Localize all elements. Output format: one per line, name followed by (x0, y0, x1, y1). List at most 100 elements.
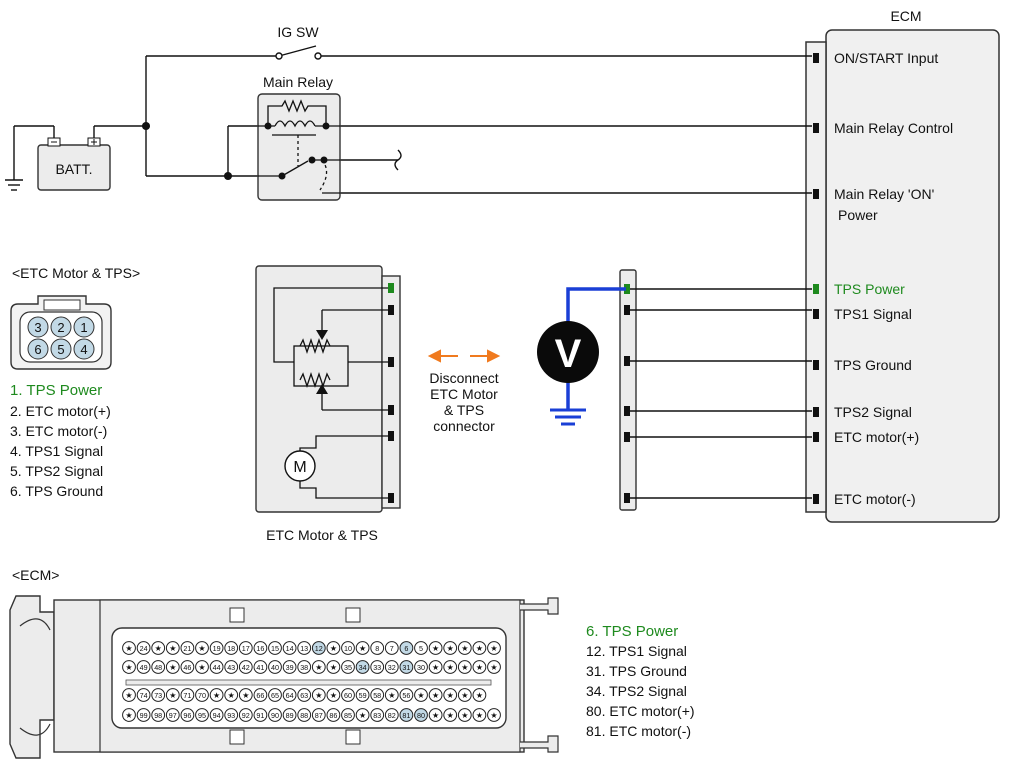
ecm-connector-pin (253, 688, 268, 702)
ecm-connector-pin-label: ★ (447, 663, 454, 672)
ecm-connector-pin-label: ★ (490, 663, 497, 672)
etc-pin (27, 338, 49, 360)
ecm-pin-list-item: 12. TPS1 Signal (586, 643, 687, 659)
ecm-connector-pin (165, 660, 180, 674)
ecm-connector-pin (341, 641, 355, 655)
ecm-connector-pin-label: 81 (402, 711, 410, 720)
ecm-connector-pin (209, 688, 224, 702)
disconnect-note: Disconnect ETC Motor & TPS connector (427, 349, 501, 434)
ecm-connector-pin-label: ★ (476, 663, 483, 672)
ecm-connector-pin (384, 660, 399, 674)
ecm-connector-pin (399, 641, 414, 655)
ecm-connector-pin-label: ★ (228, 691, 235, 700)
ecm-connector-pin-label: 49 (140, 663, 148, 672)
ecm-connector-pin (180, 688, 195, 702)
ecm-connector-pin-label: 44 (213, 663, 221, 672)
etc-pin (50, 338, 72, 360)
ecm-connector-pin-label: ★ (198, 663, 205, 672)
ecm-connector-pin (224, 708, 239, 722)
ecm-pin-tps-ground: TPS Ground (834, 357, 912, 373)
ecm-connector-pin-label: ★ (359, 711, 366, 720)
harness-connector (619, 269, 812, 511)
ecm-pin-tps1-signal: TPS1 Signal (834, 306, 912, 322)
ecm-connector-pin-label: ★ (490, 711, 497, 720)
ecm-connector-pin-label: 87 (315, 711, 323, 720)
ecm-connector-pin-label: 7 (390, 644, 394, 653)
motor-symbol: M (293, 459, 306, 476)
ecm-connector-pin (399, 688, 414, 702)
ecm-connector-pin (136, 708, 151, 722)
voltmeter-icon (537, 321, 599, 383)
ecm-connector-pin-label: 92 (242, 711, 250, 720)
ecm-connector-pin (209, 708, 224, 722)
etc-connector-title: <ETC Motor & TPS> (12, 265, 140, 281)
ecm-connector-pin (311, 660, 326, 674)
ecm-connector-pin-label: ★ (198, 644, 205, 653)
ecm-connector-pin-label: 66 (256, 691, 264, 700)
disconnect-line: Disconnect (429, 370, 498, 386)
etc-pin-list-item: 6. TPS Ground (10, 483, 103, 499)
ecm-connector-pin (180, 708, 195, 722)
ecm-connector-pin (472, 660, 487, 674)
ecm-connector-pin-label: ★ (125, 711, 132, 720)
ecm-connector-pin-label: 86 (329, 711, 337, 720)
ecm-connector-pin (341, 688, 355, 702)
ecm-connector-pin-label: 48 (154, 663, 162, 672)
ecm-connector-pin-label: ★ (125, 663, 132, 672)
ecm-connector-pin (195, 641, 209, 655)
ecm-connector-pin (297, 688, 312, 702)
ecm-connector-pin (355, 688, 370, 702)
ecm-connector-pin (370, 660, 385, 674)
ecm-connector-pin (268, 688, 282, 702)
ecm-connector-pin-label: ★ (330, 691, 337, 700)
disconnect-line: connector (433, 418, 495, 434)
battery-label: BATT. (55, 161, 92, 177)
ecm-connector-pin (443, 641, 458, 655)
ecm-connector-pin-label: ★ (125, 644, 132, 653)
ecm-pin-tps2-signal: TPS2 Signal (834, 404, 912, 420)
ecm-connector-pin (370, 641, 385, 655)
ecm-connector-pin (136, 660, 151, 674)
ecm-pin-etc-motor-minus: ETC motor(-) (834, 491, 916, 507)
ecm-connector-pin (195, 660, 209, 674)
ecm-pin-terminals (813, 53, 819, 504)
ecm-connector-title: <ECM> (12, 567, 59, 583)
ecm-connector-pin (428, 641, 443, 655)
ecm-connector-pin-label: 83 (373, 711, 381, 720)
ecm-pin-main-relay-control: Main Relay Control (834, 120, 953, 136)
ecm-connector-pin (355, 708, 370, 722)
ecm-connector-pin (326, 641, 341, 655)
etc-pin-num: 5 (57, 342, 64, 357)
ecm-connector-pin-label: ★ (330, 644, 337, 653)
ecm-connector-pin-label: 24 (140, 644, 148, 653)
etc-motor-tps-component: M ETC Motor & TPS (255, 265, 401, 543)
ecm-connector-pin (428, 660, 443, 674)
ecm-connector-pin-label: ★ (432, 663, 439, 672)
ecm-connector-pin (224, 660, 239, 674)
ecm-connector-pin (180, 641, 195, 655)
ecm-connector-pin-label: ★ (447, 711, 454, 720)
ecm-connector-pin (180, 660, 195, 674)
ecm-connector-pin-label: ★ (461, 711, 468, 720)
ecm-connector-pin (282, 660, 297, 674)
ecm-connector-pin-label: ★ (461, 691, 468, 700)
etc-pin-num: 3 (34, 320, 41, 335)
ecm-connector-pin (151, 641, 166, 655)
ecm-connector-pin (399, 660, 414, 674)
ecm-connector-pin (224, 688, 239, 702)
etc-pin-num: 2 (57, 320, 64, 335)
ecm-connector-pin (282, 708, 297, 722)
etc-pin-list-item: 4. TPS1 Signal (10, 443, 103, 459)
ecm-connector-pin (311, 688, 326, 702)
ecm-connector-pin (253, 641, 268, 655)
ecm-connector-pin (355, 660, 370, 674)
ecm-connector-pin (268, 708, 282, 722)
ecm-connector-pin (472, 641, 487, 655)
ecm-connector-pin-label: ★ (388, 691, 395, 700)
ecm-connector-pin (122, 688, 136, 702)
ecm-connector-pin-label: ★ (432, 691, 439, 700)
ecm-connector-pin-label: 74 (140, 691, 148, 700)
ecm-connector-pin (195, 688, 209, 702)
